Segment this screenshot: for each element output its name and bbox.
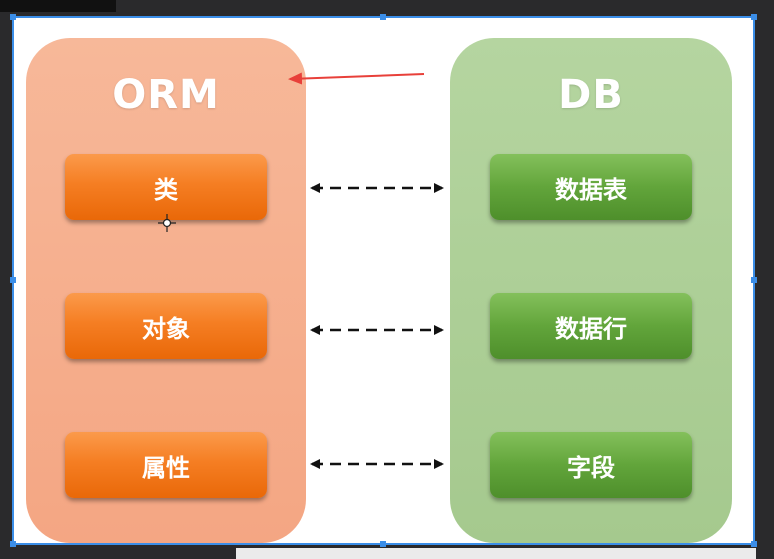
resize-handle-bottom-right[interactable] [751, 541, 757, 547]
db-item-row: 数据行 [490, 293, 692, 359]
orm-panel: ORM 类 对象 属性 [26, 38, 306, 543]
resize-handle-middle-left[interactable] [10, 277, 16, 283]
orm-title: ORM [112, 72, 220, 118]
red-pointer-arrow [288, 72, 425, 85]
db-item-field: 字段 [490, 432, 692, 498]
resize-handle-middle-right[interactable] [751, 277, 757, 283]
db-panel: DB 数据表 数据行 字段 [450, 38, 732, 543]
orm-item-object: 对象 [65, 293, 267, 359]
orm-item-class: 类 [65, 154, 267, 220]
connector-layer [158, 72, 444, 469]
resize-handle-top-left[interactable] [10, 14, 16, 20]
db-item-table: 数据表 [490, 154, 692, 220]
resize-handle-top-center[interactable] [380, 14, 386, 20]
db-title: DB [558, 72, 624, 118]
resize-handle-bottom-center[interactable] [380, 541, 386, 547]
resize-handle-top-right[interactable] [751, 14, 757, 20]
orm-item-attribute: 属性 [65, 432, 267, 498]
diagram-canvas[interactable]: ORM 类 对象 属性 DB 数据表 数据行 字段 [12, 16, 754, 544]
dimension-tag [0, 0, 116, 12]
resize-handle-bottom-left[interactable] [10, 541, 16, 547]
move-cursor-icon [158, 214, 176, 232]
bottom-toolbar-strip [236, 548, 756, 559]
